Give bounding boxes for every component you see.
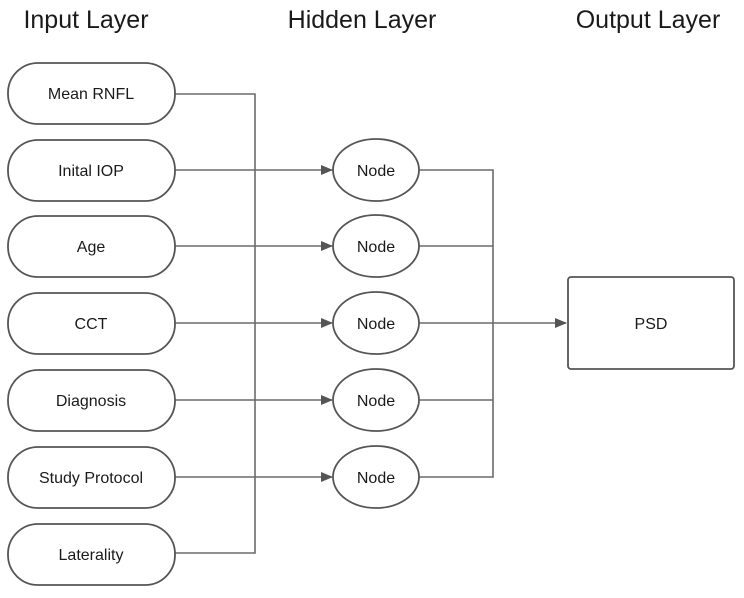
hidden-node-label: Node <box>357 393 395 410</box>
input-box-study-protocol: Study Protocol <box>7 446 176 509</box>
hidden-node-label: Node <box>357 239 395 256</box>
hidden-node-4: Node <box>332 368 420 432</box>
input-label-cct: CCT <box>75 316 108 333</box>
hidden-node-label: Node <box>357 163 395 180</box>
input-label-mean-rnfl: Mean RNFL <box>48 86 134 103</box>
input-label-age: Age <box>77 239 106 256</box>
output-box-psd <box>567 276 735 370</box>
hidden-node-2: Node <box>332 214 420 278</box>
hidden-layer-title: Hidden Layer <box>288 6 437 34</box>
output-layer: PSD <box>567 276 735 370</box>
input-box-age: Age <box>7 215 176 278</box>
output-layer-title: Output Layer <box>576 6 721 34</box>
input-box-laterality: Laterality <box>7 523 176 586</box>
input-label-laterality: Laterality <box>59 547 124 564</box>
input-label-inital-iop: Inital IOP <box>58 163 124 180</box>
input-box-mean-rnfl: Mean RNFL <box>7 62 176 125</box>
input-label-diagnosis: Diagnosis <box>56 393 126 410</box>
input-layer-title: Input Layer <box>23 6 148 34</box>
input-layer: Mean RNFL Inital IOP Age CCT Diagnosis S… <box>7 62 176 586</box>
hidden-layer: Node Node Node Node Node <box>332 138 420 509</box>
hidden-node-1: Node <box>332 138 420 202</box>
hidden-node-label: Node <box>357 470 395 487</box>
hidden-node-3: Node <box>332 291 420 355</box>
output-label-psd: PSD <box>635 316 668 333</box>
input-label-study-protocol: Study Protocol <box>39 470 143 487</box>
connections <box>175 93 567 554</box>
hidden-node-label: Node <box>357 316 395 333</box>
input-box-inital-iop: Inital IOP <box>7 139 176 202</box>
input-box-cct: CCT <box>7 292 176 355</box>
hidden-node-5: Node <box>332 445 420 509</box>
input-box-diagnosis: Diagnosis <box>7 369 176 432</box>
